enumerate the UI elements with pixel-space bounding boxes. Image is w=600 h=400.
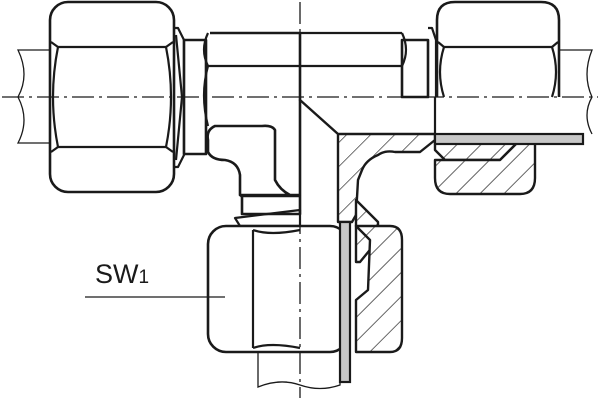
lower-spigot (233, 194, 302, 228)
bottom-tube (257, 352, 341, 390)
tee-body-outside (202, 31, 302, 202)
right-nut (435, 0, 561, 98)
bottom-tube-section (338, 220, 352, 384)
right-tube-section (433, 132, 585, 146)
bottom-nut (206, 224, 350, 354)
bottom-nut-section (354, 224, 404, 354)
right-cutting-ring (300, 26, 438, 99)
sw1-label: SW1 (95, 259, 149, 289)
right-nut-section (433, 138, 537, 196)
